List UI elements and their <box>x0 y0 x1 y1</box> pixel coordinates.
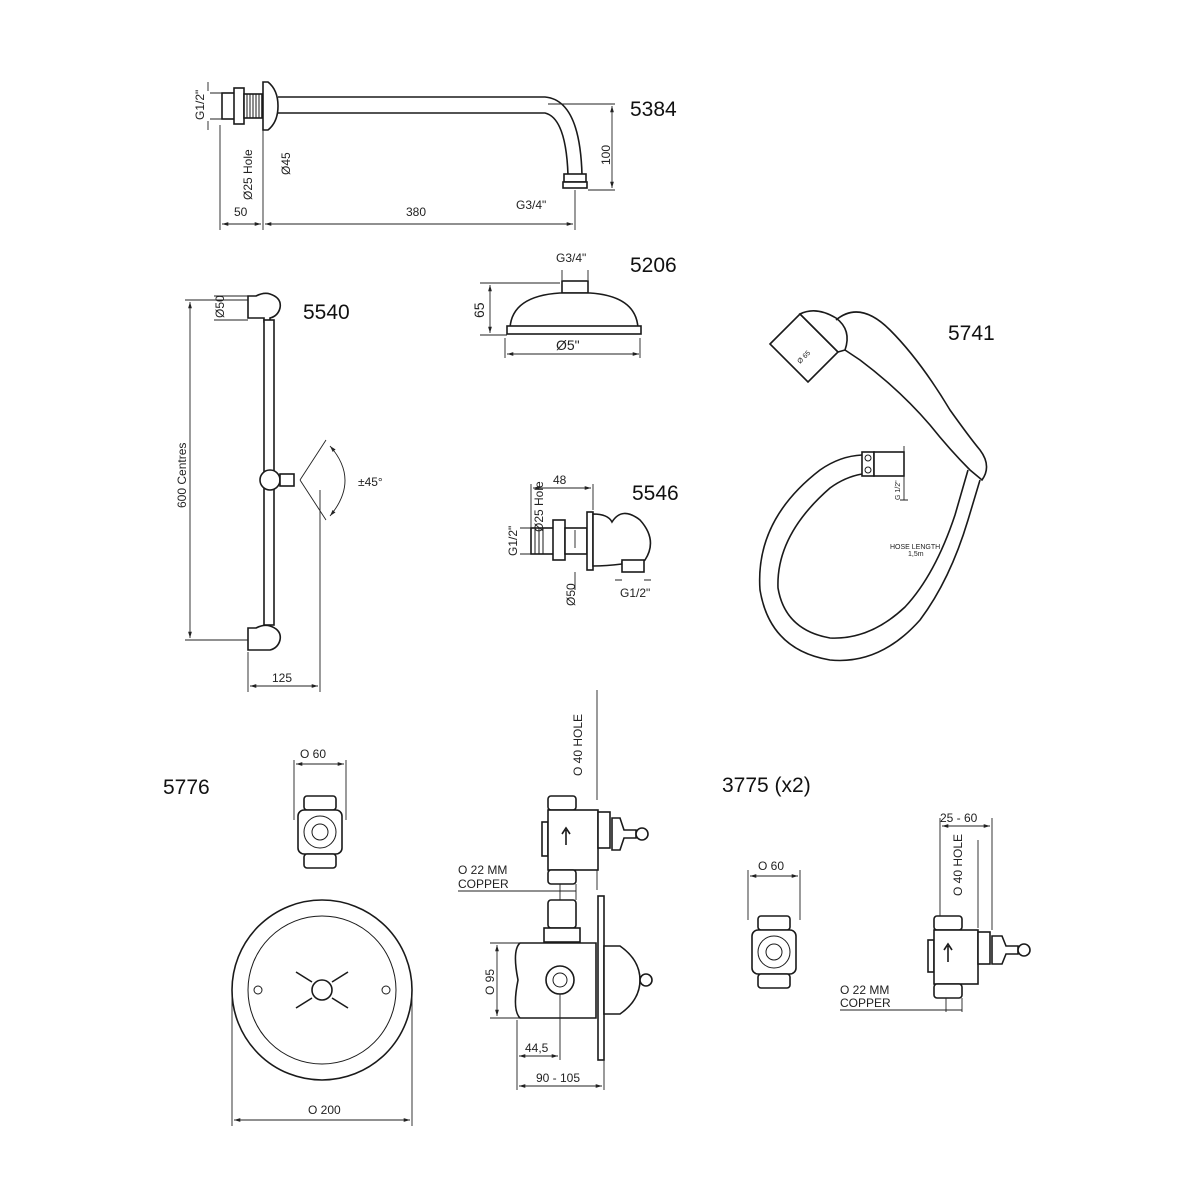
valve-body-dia-label: O 95 <box>483 969 497 995</box>
valve-plate-label: O 200 <box>308 1103 341 1117</box>
rail-centres-label: 600 Centres <box>175 443 189 508</box>
hose-length-title: HOSE LENGTH <box>890 544 940 551</box>
stop-valve-hole-label: O 40 HOLE <box>951 834 965 896</box>
valve-width-label: O 60 <box>300 747 326 761</box>
arm-flange-label: Ø45 <box>279 152 293 175</box>
elbow-hole-label: Ø25 Hole <box>532 481 546 532</box>
rail-bottom-bracket <box>247 624 282 651</box>
stop-valve-handle[interactable] <box>1017 943 1031 957</box>
elbow-g-outlet-label: G1/2" <box>620 586 650 600</box>
product-code-5206: 5206 <box>630 254 677 277</box>
valve-offset-label: 44,5 <box>525 1041 549 1055</box>
handset-g-inlet-label: G 1/2" <box>895 480 902 500</box>
product-code-5776: 5776 <box>163 776 210 799</box>
handset-5741: Ø 65 G 1/2" HOSE LENGTH 1,5m 5741 <box>758 310 995 662</box>
valve-side-body <box>547 809 599 871</box>
arm-flange <box>262 81 279 131</box>
product-code-5546: 5546 <box>632 482 679 505</box>
arm-g-outlet-label: G3/4" <box>516 198 546 212</box>
valve-control-handle[interactable] <box>311 979 333 1001</box>
product-code-3775: 3775 (x2) <box>722 774 811 797</box>
hose-length-value: 1,5m <box>908 551 924 558</box>
valve-side-handle[interactable] <box>635 827 649 841</box>
product-code-5384: 5384 <box>630 98 677 121</box>
riser-rail-5540: 600 Centres Ø50 ±45° 125 5540 <box>175 292 383 692</box>
hose-connector <box>861 451 875 477</box>
rail-angle-label: ±45° <box>358 475 383 489</box>
thermostatic-valve-5776: 5776 O 60 O 200 O 40 HOLE O 22 MM COPPER <box>163 690 653 1126</box>
hose-outer <box>758 454 981 662</box>
product-code-5741: 5741 <box>948 322 995 345</box>
wall-elbow-5546: 48 Ø25 Hole G1/2" Ø50 G1/2" 5546 <box>506 473 679 606</box>
stop-valve-depth-range: 25 - 60 <box>940 811 978 825</box>
stop-valve-copper-dia: O 22 MM <box>840 983 889 997</box>
elbow-plate <box>586 511 594 571</box>
stop-valve-3775: 3775 (x2) O 60 25 - 60 O 40 HOLE O 22 MM… <box>722 774 1031 1012</box>
product-code-5540: 5540 <box>303 301 350 324</box>
stop-valve-side-body <box>933 929 979 985</box>
head-connector <box>561 280 589 294</box>
arm-drop-label: 100 <box>599 145 613 165</box>
elbow-body <box>592 512 652 567</box>
stop-valve-width-label: O 60 <box>758 859 784 873</box>
stop-valve-front-body <box>751 929 797 975</box>
valve-hole-label-o: O 40 HOLE <box>571 714 585 776</box>
shower-head-5206: 65 Ø5" G3/4" 5206 <box>471 251 677 358</box>
rail-top-bracket <box>247 292 282 323</box>
arm-g-inlet-label: G1/2" <box>193 90 207 120</box>
valve-depth-range-label: 90 - 105 <box>536 1071 580 1085</box>
arm-nut <box>233 87 245 125</box>
rail-slider <box>259 469 281 491</box>
valve-wall-plate <box>231 899 413 1081</box>
head-height-label: 65 <box>471 302 487 318</box>
elbow-plate-label: Ø50 <box>564 583 578 606</box>
elbow-g-inlet-label: G1/2" <box>506 526 520 556</box>
elbow-outlet <box>621 559 645 573</box>
valve-front-body <box>297 809 343 855</box>
rail-slider-holder <box>279 473 295 487</box>
hose-inner <box>777 469 969 639</box>
arm-pipe-top <box>278 96 583 176</box>
rail-projection-label: 125 <box>272 671 292 685</box>
stop-valve-copper-label: COPPER <box>840 996 891 1010</box>
arm-pipe-bottom <box>278 112 569 176</box>
handset-handle <box>835 311 988 482</box>
valve-wall-plate-side <box>597 895 605 1061</box>
rail-bracket-label: Ø50 <box>213 295 227 318</box>
arm-outlet-nut <box>563 173 587 183</box>
head-g-inlet-label: G3/4" <box>556 251 586 265</box>
arm-hole-label: Ø25 Hole <box>241 149 255 200</box>
arm-backplate-depth: 50 <box>234 205 248 219</box>
shower-arm-5384: G1/2" Ø25 Hole Ø45 100 G3/4" 50 380 5384 <box>193 81 677 230</box>
head-diameter-label: Ø5" <box>556 337 580 353</box>
valve-copper-dia: O 22 MM <box>458 863 507 877</box>
elbow-depth-label: 48 <box>553 473 567 487</box>
head-dome <box>509 292 639 329</box>
arm-projection: 380 <box>406 205 426 219</box>
valve-copper-label: COPPER <box>458 877 509 891</box>
